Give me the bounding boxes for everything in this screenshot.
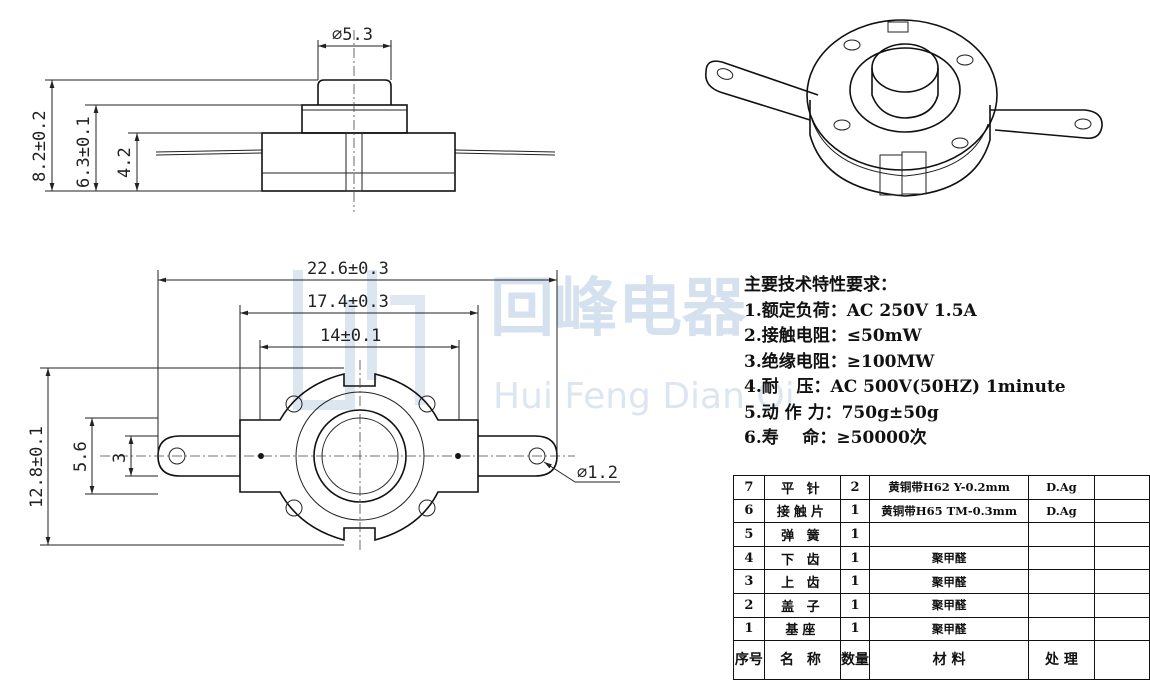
bom-remark <box>1093 616 1150 642</box>
bom-treatment: D.Ag <box>1028 498 1095 524</box>
dim-height-tab: 5.6 <box>71 441 91 472</box>
bom-treatment <box>1028 522 1095 547</box>
bom-qty: 1 <box>839 592 870 618</box>
bom-material: 聚甲醛 <box>868 569 1030 594</box>
header-remark <box>1093 640 1150 681</box>
spec-line: 4.耐 压：AC 500V(50HZ) 1minute <box>744 377 1066 397</box>
header-no: 序号 <box>733 640 765 681</box>
bom-treatment: D.Ag <box>1028 475 1095 500</box>
bom-treatment <box>1028 616 1095 642</box>
bom-qty: 1 <box>839 569 870 594</box>
bom-remark <box>1093 522 1150 547</box>
bom-no: 6 <box>733 498 765 524</box>
watermark-chinese: 回峰电器 <box>490 272 747 346</box>
watermark-pinyin: Hui Feng Dian Qi <box>493 376 795 417</box>
bill-of-materials: 7 平 针 2 黄铜带H62 Y-0.2mm D.Ag 6 接触片 1 黄铜带H… <box>733 475 1150 681</box>
bom-qty: 1 <box>839 616 870 642</box>
bom-name: 基座 <box>763 616 841 642</box>
bom-remark <box>1093 569 1150 594</box>
header-treatment: 处 理 <box>1028 640 1095 681</box>
spec-line: 6.寿 命：≥50000次 <box>744 428 927 448</box>
dim-height-total-plan: 12.8±0.1 <box>27 426 47 508</box>
dim-height-base: 4.2 <box>115 147 135 178</box>
isometric-view <box>704 19 1103 197</box>
header-name: 名 称 <box>763 640 841 681</box>
bom-material: 聚甲醛 <box>868 592 1030 618</box>
table-row: 3 上 齿 1 聚甲醛 <box>733 569 1150 594</box>
spec-line: 2.接触电阻：≤50mW <box>744 326 922 346</box>
specs-title: 主要技术特性要求： <box>744 275 897 295</box>
bom-name: 平 针 <box>763 475 841 500</box>
bom-material <box>868 522 1030 547</box>
bom-qty: 1 <box>839 522 870 547</box>
bom-material: 黄铜带H62 Y-0.2mm <box>868 475 1030 500</box>
dim-hole-diameter: ⌀1.2 <box>577 463 618 483</box>
watermark: 回峰电器 Hui Feng Dian Qi <box>293 270 795 417</box>
bom-qty: 2 <box>839 475 870 500</box>
bom-name: 弹 簧 <box>763 522 841 547</box>
bom-material: 黄铜带H65 TM-0.3mm <box>868 498 1030 524</box>
table-row: 7 平 针 2 黄铜带H62 Y-0.2mm D.Ag <box>733 475 1150 500</box>
watermark-logo <box>293 270 425 410</box>
dim-height-mid: 6.3±0.1 <box>74 116 94 188</box>
dim-button-diameter: ⌀5.3 <box>332 25 373 45</box>
bom-remark <box>1093 498 1150 524</box>
bom-material: 聚甲醛 <box>868 545 1030 571</box>
bom-treatment <box>1028 545 1095 571</box>
header-material: 材 料 <box>868 640 1030 681</box>
technical-specifications: 主要技术特性要求： 1.额定负荷：AC 250V 1.5A 2.接触电阻：≤50… <box>744 273 1066 452</box>
bom-remark <box>1093 475 1150 500</box>
bom-remark <box>1093 545 1150 571</box>
table-row: 4 下 齿 1 聚甲醛 <box>733 545 1150 571</box>
bom-no: 1 <box>733 616 765 642</box>
bom-treatment <box>1028 592 1095 618</box>
bom-qty: 1 <box>839 545 870 571</box>
dim-height-total: 8.2±0.2 <box>30 110 50 182</box>
table-row: 6 接触片 1 黄铜带H65 TM-0.3mm D.Ag <box>733 498 1150 524</box>
table-row: 5 弹 簧 1 <box>733 522 1150 547</box>
spec-line: 1.额定负荷：AC 250V 1.5A <box>744 300 977 321</box>
dim-width-total: 22.6±0.3 <box>307 259 389 279</box>
bom-remark <box>1093 592 1150 618</box>
dim-width-inner: 14±0.1 <box>320 326 381 346</box>
bom-no: 7 <box>733 475 765 500</box>
side-view: ⌀5.3 8.2±0.2 6.3±0.1 4.2 <box>30 25 556 212</box>
plan-view: 22.6±0.3 17.4±0.3 14±0.1 12.8±0.1 5.6 3 … <box>27 259 620 550</box>
header-qty: 数量 <box>839 640 870 681</box>
bom-material: 聚甲醛 <box>868 616 1030 642</box>
bom-no: 2 <box>733 592 765 618</box>
dim-height-slot: 3 <box>110 453 130 463</box>
dim-width-body: 17.4±0.3 <box>307 292 389 312</box>
spec-line: 3.绝缘电阻：≥100MW <box>744 351 935 372</box>
table-header-row: 序号 名 称 数量 材 料 处 理 <box>733 640 1150 681</box>
bom-name: 上 齿 <box>763 569 841 594</box>
bom-no: 5 <box>733 522 765 547</box>
bom-name: 接触片 <box>763 498 841 524</box>
spec-line: 5.动 作 力：750g±50g <box>744 402 939 423</box>
bom-treatment <box>1028 569 1095 594</box>
table-row: 2 盖 子 1 聚甲醛 <box>733 592 1150 618</box>
bom-name: 盖 子 <box>763 592 841 618</box>
table-row: 1 基座 1 聚甲醛 <box>733 616 1150 642</box>
bom-no: 3 <box>733 569 765 594</box>
bom-no: 4 <box>733 545 765 571</box>
bom-qty: 1 <box>839 498 870 524</box>
bom-name: 下 齿 <box>763 545 841 571</box>
